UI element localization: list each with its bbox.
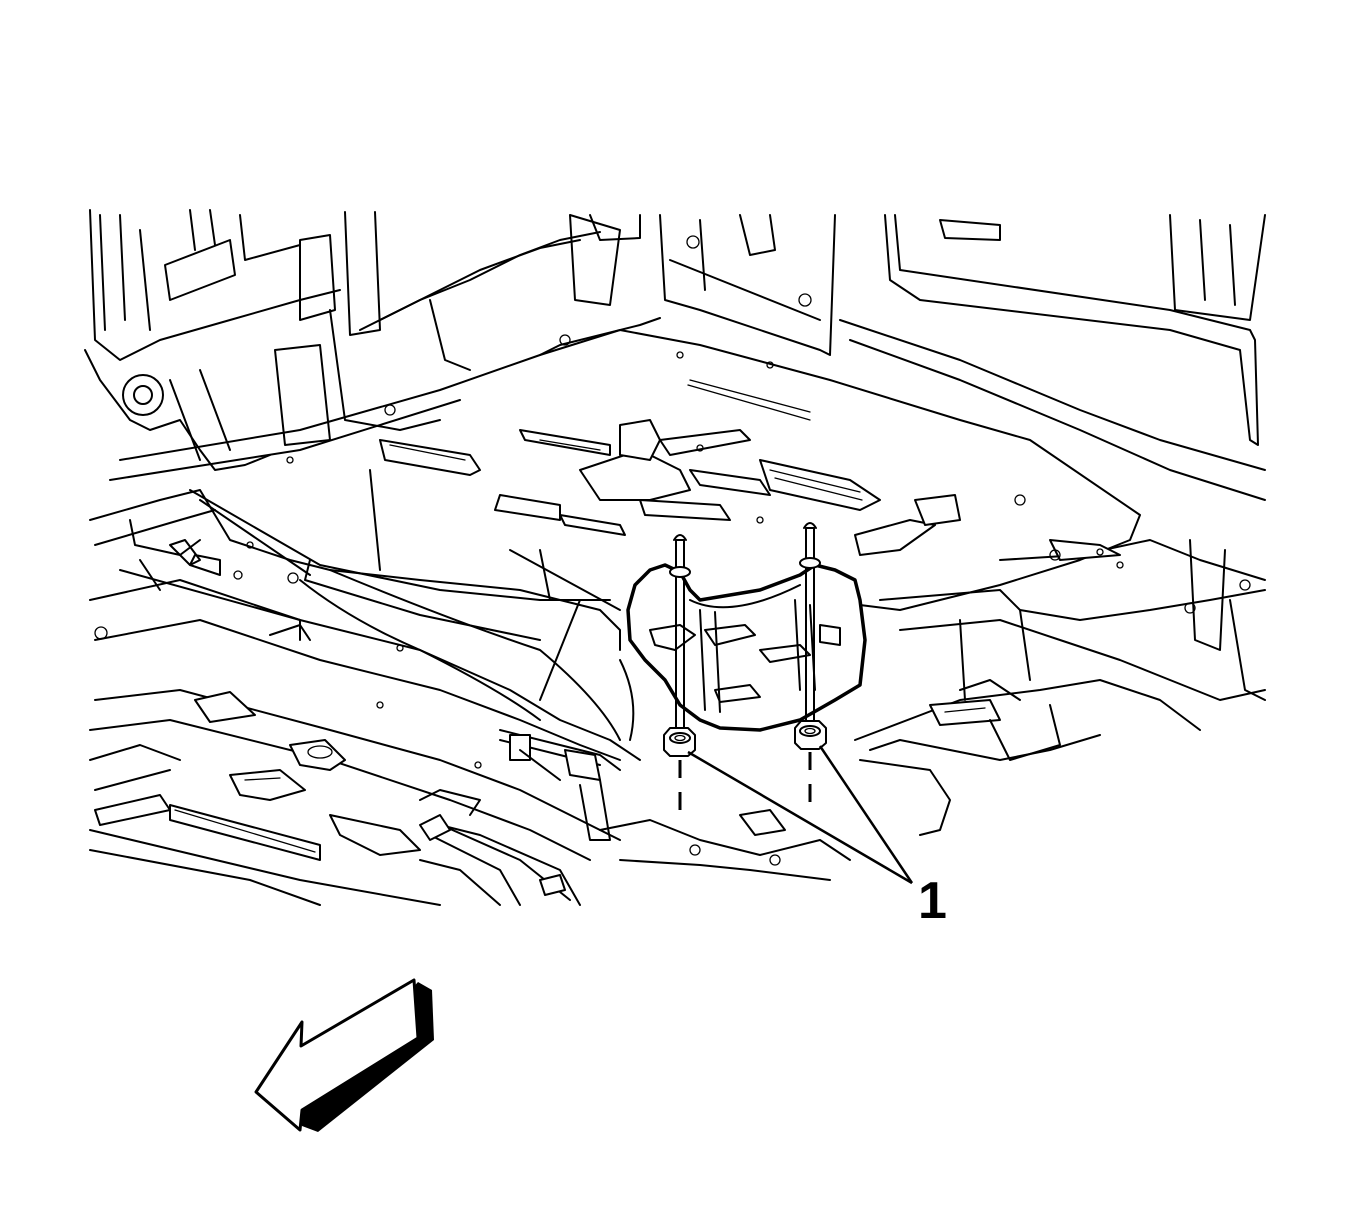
callout-label-1: 1 [918, 872, 947, 930]
heat-shield-component [626, 563, 867, 732]
front-direction-arrow-icon [254, 978, 434, 1132]
nut-right [794, 720, 827, 750]
callout-leader-right [818, 745, 914, 884]
callout-leader-left [687, 750, 913, 885]
stud-right [799, 522, 821, 731]
callout-1: 1 [687, 745, 947, 930]
panel-holes [233, 334, 1124, 769]
fastener-axis-lines [678, 752, 812, 815]
nut-left [663, 727, 696, 757]
vehicle-floor-structure [84, 209, 1266, 906]
